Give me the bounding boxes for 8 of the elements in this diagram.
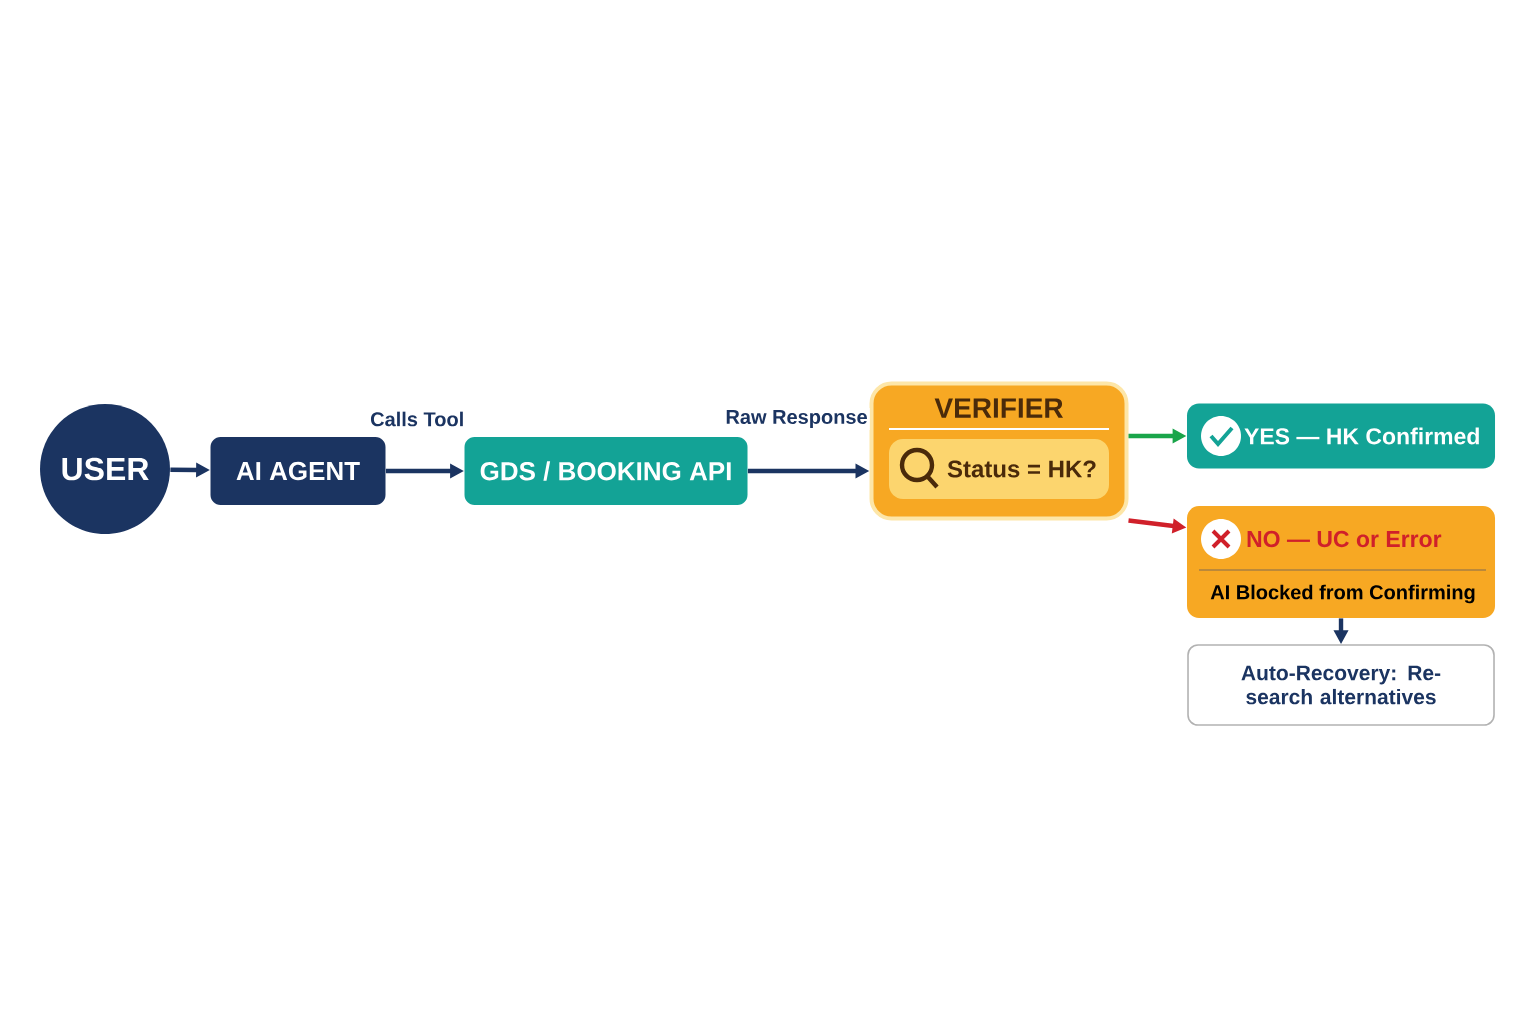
edge-label: Calls Tool bbox=[368, 409, 467, 429]
process-box: Auto-Recovery: Re-search alternatives bbox=[1187, 644, 1495, 726]
edge-label: Raw Response bbox=[723, 408, 870, 430]
process-box: AI AGENT bbox=[210, 437, 386, 505]
process-box: GDS / BOOKING API bbox=[464, 437, 748, 505]
result-box: NO — UC or Error AI Blocked from Confirming bbox=[1187, 506, 1495, 618]
result-box: YES — HK Confirmed bbox=[1187, 403, 1495, 469]
condition-box: Status = HK? bbox=[889, 439, 1109, 499]
